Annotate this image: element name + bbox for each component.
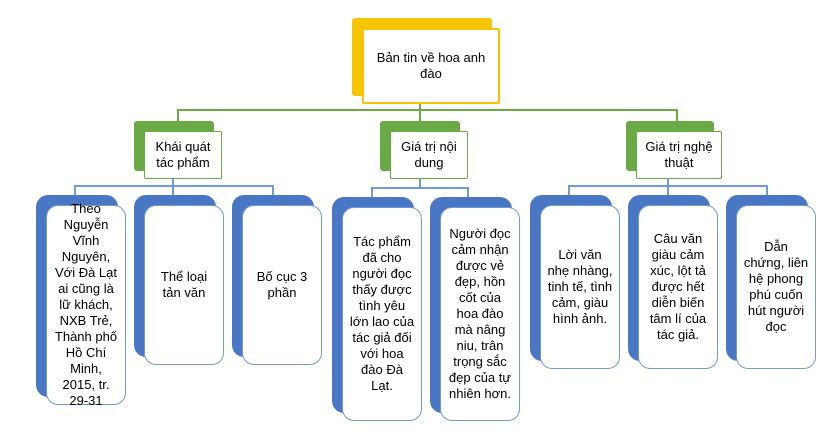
leaf-node-label: Bố cục 3 phần	[242, 205, 322, 365]
branch-node-label: Giá trị nội dung	[390, 131, 468, 179]
leaf-node-label: Người đọc cảm nhận được vẻ đẹp, hồn cốt …	[440, 207, 520, 421]
leaf-node-label: Dẫn chứng, liên hệ phong phú cuốn hút ng…	[736, 205, 816, 369]
leaf-node: Thể loại tản văn	[134, 195, 224, 365]
branch-node-label: Giá trị nghệ thuật	[636, 131, 722, 179]
root-node: Bản tin về hoa anh đào	[352, 18, 500, 104]
leaf-node-label: Tác phẩm đã cho người đọc thấy được tình…	[342, 207, 422, 421]
root-node-label: Bản tin về hoa anh đào	[362, 28, 500, 104]
leaf-node: Lời văn nhẹ nhàng, tinh tế, tình cảm, gi…	[530, 195, 620, 369]
branch-node-content: Giá trị nội dung	[380, 121, 468, 179]
leaf-node: Tác phẩm đã cho người đọc thấy được tình…	[332, 197, 422, 421]
branch-node-overview: Khái quát tác phẩm	[134, 121, 222, 179]
leaf-node-label: Câu văn giàu cảm xúc, lột tả được hết di…	[638, 205, 718, 369]
branch-node-art: Giá trị nghệ thuật	[626, 121, 722, 179]
leaf-node: Bố cục 3 phần	[232, 195, 322, 365]
leaf-node-label: Lời văn nhẹ nhàng, tinh tế, tình cảm, gi…	[540, 205, 620, 369]
leaf-node: Dẫn chứng, liên hệ phong phú cuốn hút ng…	[726, 195, 816, 369]
leaf-node: Người đọc cảm nhận được vẻ đẹp, hồn cốt …	[430, 197, 520, 421]
connector-root	[177, 109, 678, 121]
leaf-node: Câu văn giàu cảm xúc, lột tả được hết di…	[628, 195, 718, 369]
branch-node-label: Khái quát tác phẩm	[144, 131, 222, 179]
leaf-node-label: Theo Nguyễn Vĩnh Nguyên, Với Đà Lạt ai c…	[46, 201, 126, 408]
leaf-node: Theo Nguyễn Vĩnh Nguyên, Với Đà Lạt ai c…	[36, 195, 126, 408]
leaf-node-label: Thể loại tản văn	[144, 205, 224, 365]
connector-b2	[371, 187, 469, 197]
